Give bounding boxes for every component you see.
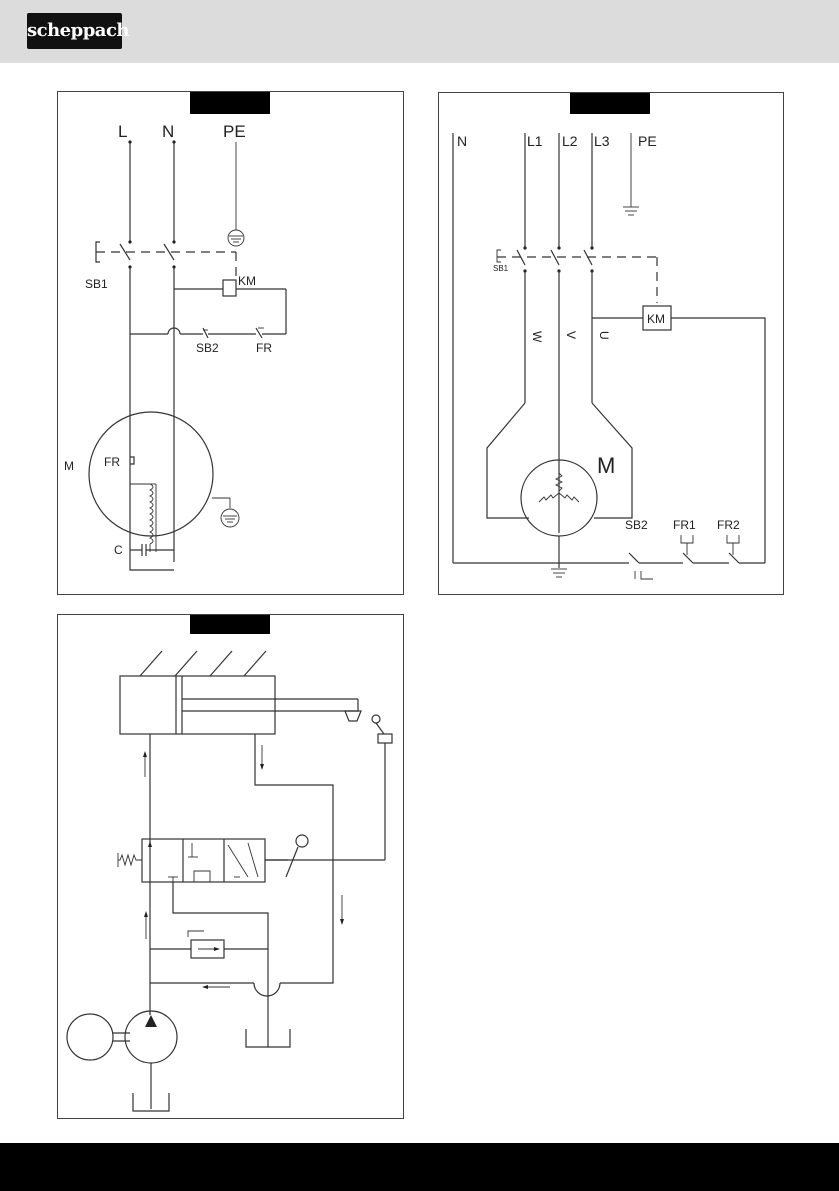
label-SB1: SB1 — [493, 264, 509, 273]
label-N: N — [162, 122, 174, 141]
logo-text: scheppach — [27, 13, 122, 49]
label-FR: FR — [256, 341, 272, 355]
wiring-diagram-single-phase: L N PE SB1 KM — [57, 91, 404, 595]
label-SB2: SB2 — [196, 341, 219, 355]
footer-bar — [0, 1143, 839, 1191]
label-FR1: FR1 — [673, 518, 696, 532]
label-L3: L3 — [594, 133, 610, 149]
three-phase-schematic: N L1 L2 L3 PE SB1 W V U KM — [439, 93, 783, 594]
label-KM: KM — [238, 274, 256, 288]
label-M: M — [597, 453, 615, 478]
label-KM: KM — [647, 312, 665, 326]
label-FR-motor: FR — [104, 455, 120, 469]
label-N: N — [457, 133, 467, 149]
label-PE: PE — [223, 122, 246, 141]
label-U: U — [597, 331, 611, 340]
brand-logo: scheppach — [27, 13, 122, 49]
label-W: W — [530, 331, 544, 343]
label-SB2: SB2 — [625, 518, 648, 532]
wiring-diagram-three-phase: N L1 L2 L3 PE SB1 W V U KM — [438, 92, 784, 595]
header-bar: scheppach — [0, 0, 839, 63]
label-L2: L2 — [562, 133, 578, 149]
label-V: V — [564, 331, 578, 339]
single-phase-schematic: L N PE SB1 KM — [58, 92, 403, 594]
hydraulic-schematic — [58, 615, 403, 1118]
hydraulic-diagram — [57, 614, 404, 1119]
label-PE: PE — [638, 133, 657, 149]
label-C: C — [114, 543, 123, 557]
label-FR2: FR2 — [717, 518, 740, 532]
label-M: M — [64, 459, 74, 473]
label-SB1: SB1 — [85, 277, 108, 291]
label-L: L — [118, 122, 127, 141]
label-L1: L1 — [527, 133, 543, 149]
